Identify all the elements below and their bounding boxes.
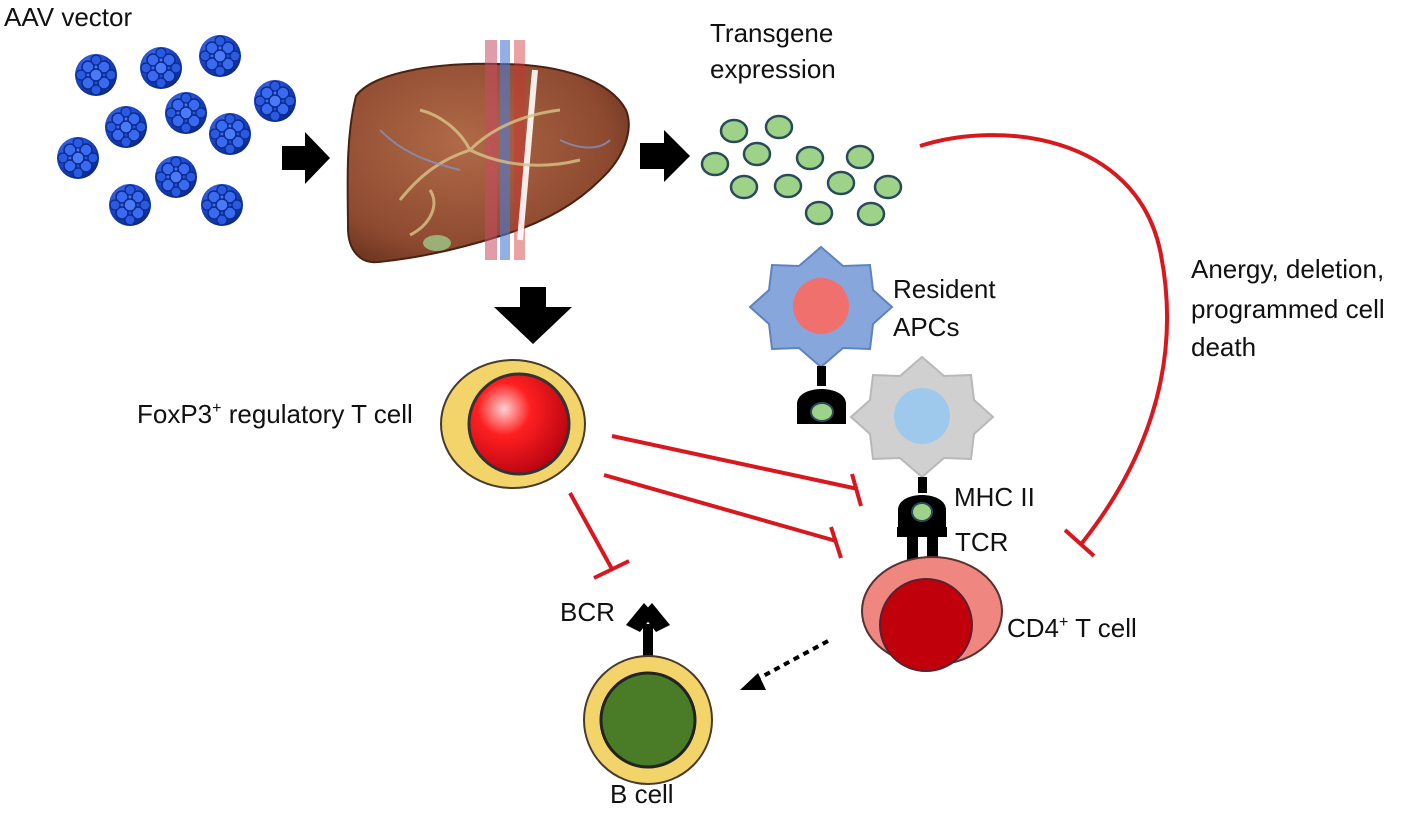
- resident-apcs-label-line2: APCs: [893, 312, 959, 342]
- arrow-aav-to-liver: [282, 132, 330, 184]
- resident-apcs-label-line1: Resident: [893, 274, 996, 304]
- mhc-ii-label: MHC II: [954, 482, 1035, 512]
- anergy-inhibition-arc: [919, 133, 1170, 545]
- transgene-label-line2: expression: [710, 54, 836, 84]
- mhc-receptor-blue-apc: [797, 366, 846, 424]
- anergy-label-line2: programmed cell: [1191, 294, 1385, 324]
- liver-illustration: [346, 40, 630, 264]
- transgene-label-line1: Transgene: [710, 18, 833, 48]
- anergy-label-line3: death: [1191, 332, 1256, 362]
- treg-inhibition-lines: [568, 434, 863, 580]
- tcr-receptor: [897, 527, 947, 563]
- b-cell-label: B cell: [610, 779, 674, 808]
- tcr-label: TCR: [955, 527, 1008, 557]
- foxp3-treg-label: FoxP3+ regulatory T cell: [137, 399, 413, 429]
- bcr-label: BCR: [560, 597, 615, 627]
- aav-particle-cluster: [56, 34, 297, 227]
- aav-vector-label: AAV vector: [4, 2, 132, 32]
- grey-apc-cell: [849, 355, 995, 479]
- cd4-t-cell-label: CD4+ T cell: [1007, 613, 1137, 643]
- resident-apc-cell: [748, 245, 894, 369]
- bcr-receptor: [626, 603, 670, 660]
- anergy-inhibition-bar: [1063, 528, 1096, 558]
- anergy-label-line1: Anergy, deletion,: [1191, 254, 1384, 284]
- dotted-arrow-cd4-to-b-cell: [740, 639, 829, 690]
- arrow-liver-to-transgene: [640, 130, 690, 182]
- cd4-t-cell: [861, 556, 1003, 672]
- foxp3-treg-cell: [440, 359, 586, 489]
- b-cell: [583, 655, 713, 785]
- transgene-protein-cluster: [700, 114, 903, 227]
- arrow-liver-to-treg: [494, 287, 572, 344]
- mhc-ii-receptor: [898, 477, 946, 527]
